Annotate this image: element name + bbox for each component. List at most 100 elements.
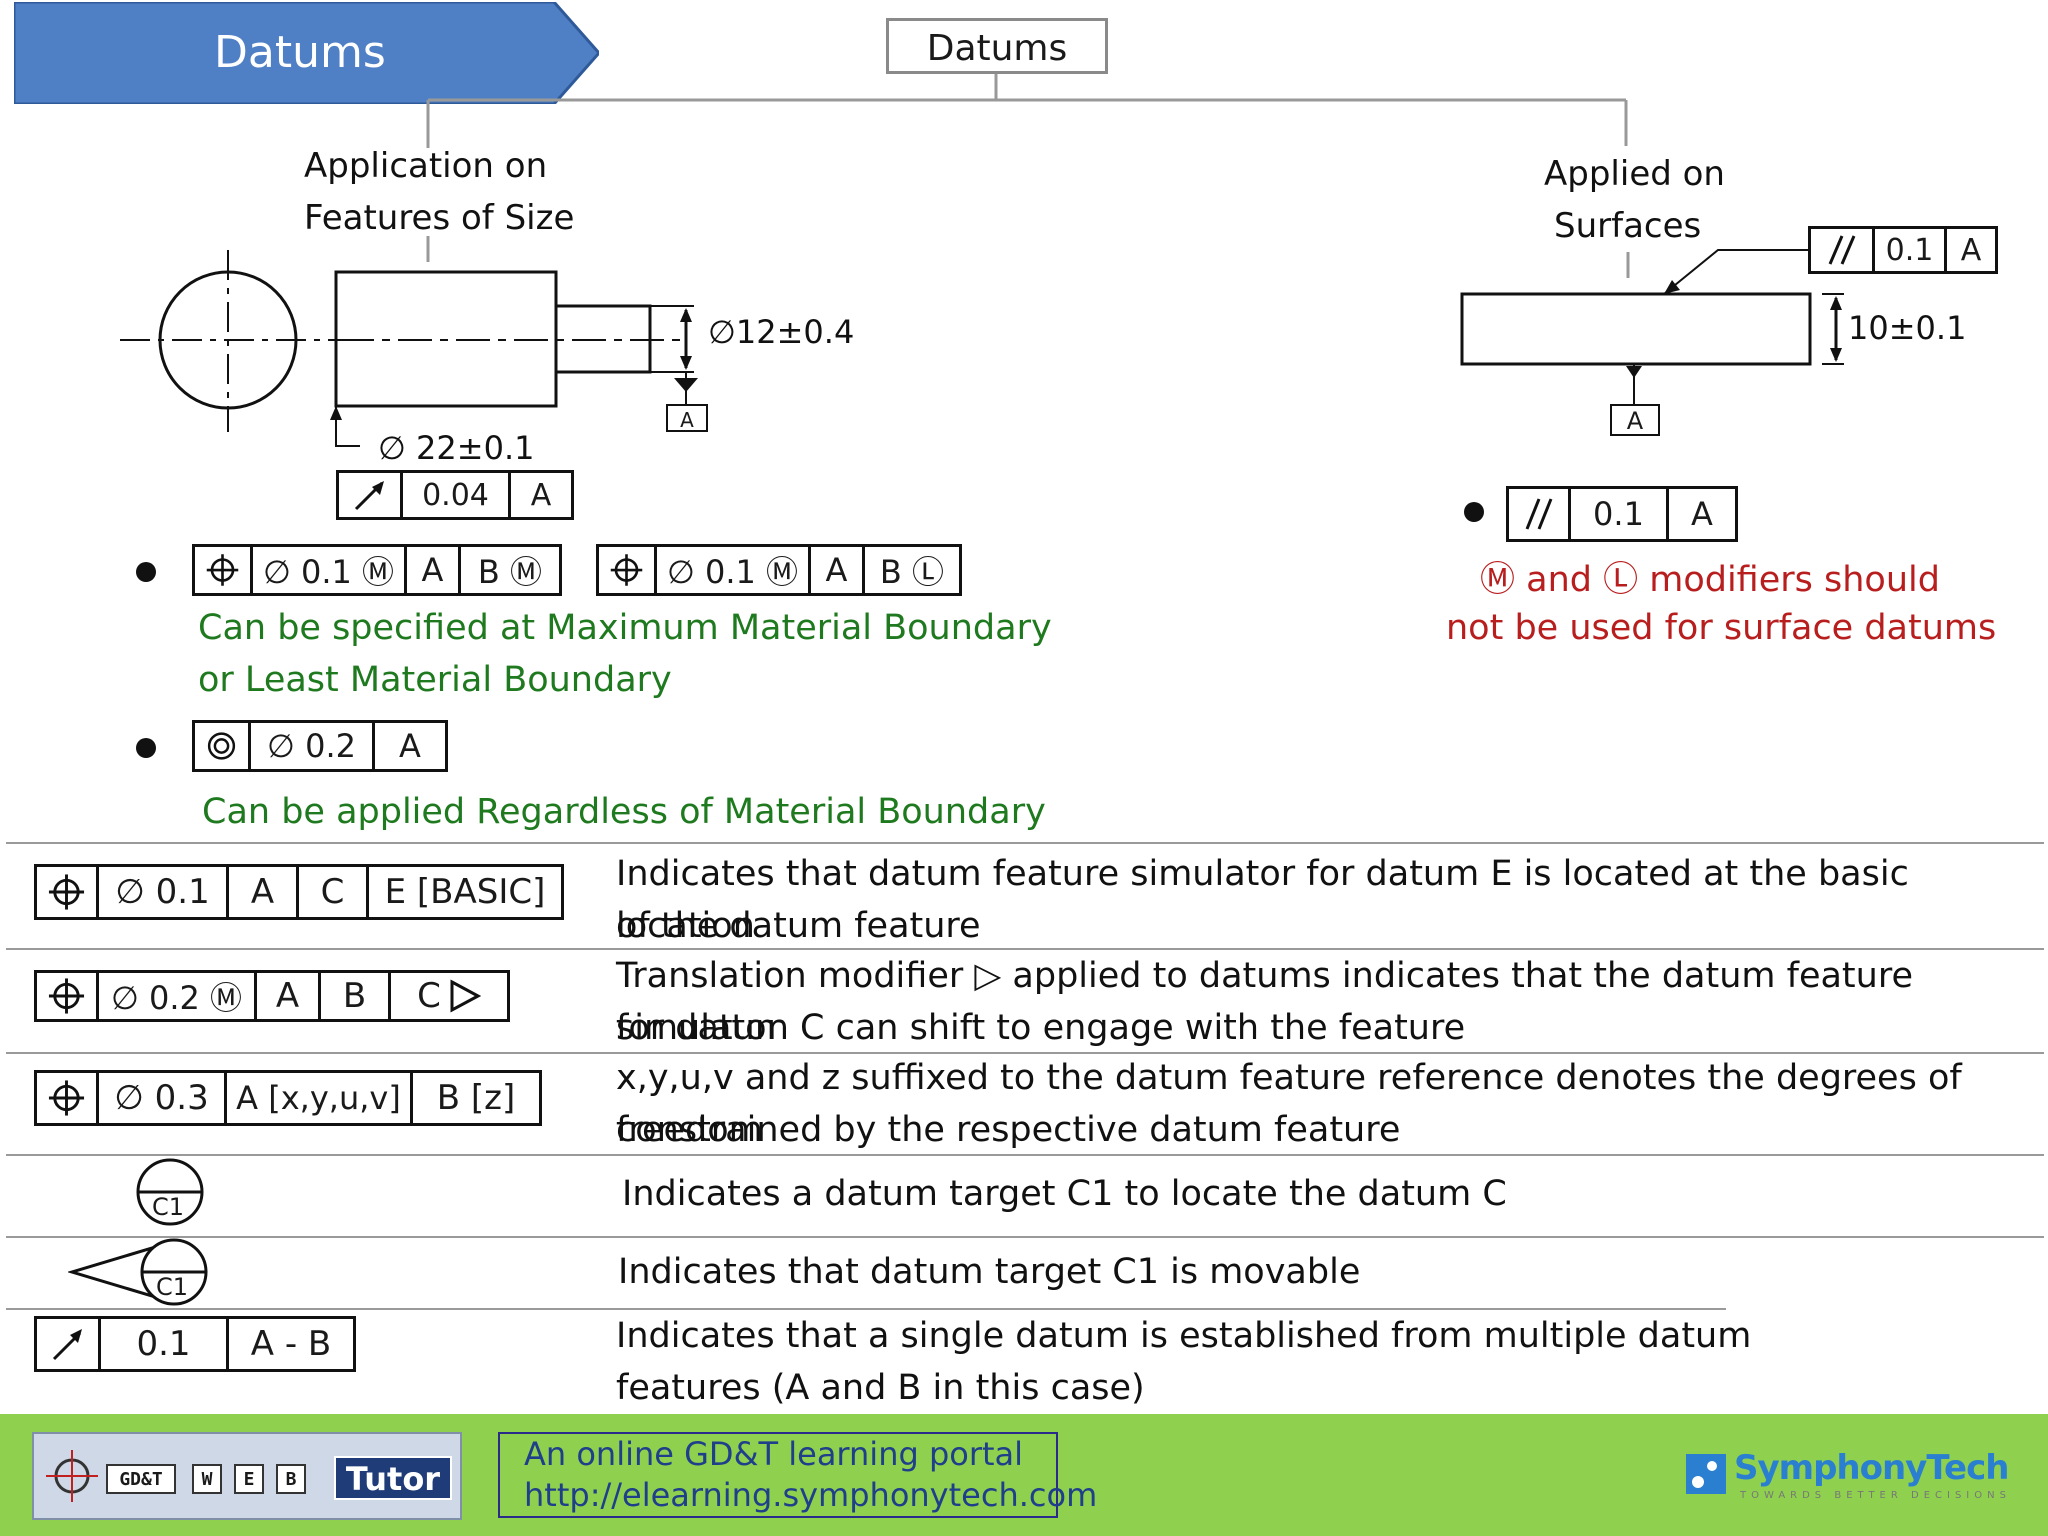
surface-note-2: not be used for surface datums: [1446, 608, 1997, 648]
row1-tolerance: ∅ 0.1: [99, 867, 229, 917]
parallelism-fcf-top: 0.1 A: [1808, 226, 1998, 274]
parallelism-fcf: 0.1 A: [1506, 486, 1738, 542]
logo-box-b: B: [276, 1464, 306, 1494]
row4-desc: Indicates a datum target C1 to locate th…: [622, 1174, 1507, 1214]
crosshair-logo-icon: [46, 1450, 98, 1502]
row3-desc-2: constrained by the respective datum feat…: [616, 1110, 1401, 1150]
datum-ref-a: A: [407, 547, 461, 593]
position-tolerance: ∅ 0.1 Ⓜ: [253, 547, 407, 593]
right-branch-label-2: Surfaces: [1554, 206, 1702, 246]
parallelism-icon: [1811, 229, 1875, 271]
row2-desc-1: Translation modifier ▷ applied to datums…: [616, 956, 1913, 1048]
row3-datum-a-dof: A [x,y,u,v]: [227, 1073, 413, 1123]
datum-ref-a: A: [811, 547, 865, 593]
row1-desc-1: Indicates that datum feature simulator f…: [616, 854, 1909, 946]
row3-desc-1: x,y,u,v and z suffixed to the datum feat…: [616, 1058, 1962, 1150]
concentricity-datum: A: [399, 727, 421, 765]
position-symbol-icon: [37, 867, 99, 917]
symphonytech-logo-icon: [1686, 1454, 1726, 1494]
position-symbol-icon: [37, 1073, 99, 1123]
logo-box-e: E: [234, 1464, 264, 1494]
concentricity-icon: [195, 723, 251, 769]
datum-target-circle-icon: [136, 1158, 204, 1226]
row1-desc-2: of the datum feature: [616, 906, 981, 946]
row3-datum-b-dof: B [z]: [436, 1078, 516, 1118]
movable-target-label: C1: [156, 1273, 189, 1301]
parallelism-tolerance: 0.1: [1571, 489, 1669, 539]
row3-tolerance: ∅ 0.3: [99, 1073, 227, 1123]
translation-modifier-icon: [450, 979, 481, 1013]
parallelism-icon: [1509, 489, 1571, 539]
brand-tagline: TOWARDS BETTER DECISIONS: [1740, 1490, 2011, 1501]
runout-fcf: 0.04 A: [336, 470, 574, 520]
left-branch-label-1: Application on: [304, 146, 548, 186]
left-branch-label-2: Features of Size: [304, 198, 575, 238]
concentricity-fcf: ∅ 0.2 A: [192, 720, 448, 772]
logo-tutor: Tutor: [334, 1456, 452, 1500]
gdt-web-tutor-logo[interactable]: GD&T W E B Tutor: [32, 1432, 462, 1520]
dim-thickness: 10±0.1: [1848, 309, 1967, 347]
row-divider: [6, 1236, 2044, 1238]
position-symbol-icon: [37, 973, 99, 1019]
portal-tagline: An online GD&T learning portal: [524, 1435, 1024, 1473]
bullet-3: [1464, 502, 1484, 522]
datum-ref-b-mmb: B Ⓜ: [477, 553, 543, 591]
parallelism-tolerance: 0.1: [1875, 229, 1947, 271]
runout-tolerance: 0.04: [403, 473, 511, 517]
runout-arrow-icon: [339, 473, 403, 517]
row2-datum-c: C: [417, 976, 441, 1016]
row3-fcf: ∅ 0.3 A [x,y,u,v] B [z]: [34, 1070, 542, 1126]
row1-datum-a: A: [229, 867, 299, 917]
position-fcf-mmb: ∅ 0.1 Ⓜ A B Ⓜ: [192, 544, 562, 596]
row2-datum-b: B: [321, 973, 391, 1019]
note-rmb: Can be applied Regardless of Material Bo…: [202, 792, 1046, 832]
runout-datum: A: [530, 477, 552, 513]
row1-fcf: ∅ 0.1 A C E [BASIC]: [34, 864, 564, 920]
row-divider: [6, 842, 2044, 844]
row-divider: [6, 1308, 1726, 1310]
row1-datum-c: C: [299, 867, 369, 917]
bullet-2: [136, 738, 156, 758]
logo-box-gdt: GD&T: [106, 1464, 176, 1494]
center-title-box: Datums: [886, 18, 1108, 74]
movable-target-icon: [68, 1238, 208, 1306]
portal-url-link[interactable]: http://elearning.symphonytech.com: [524, 1476, 1098, 1514]
concentricity-tolerance: ∅ 0.2: [251, 723, 375, 769]
row6-fcf: 0.1 A - B: [34, 1316, 356, 1372]
brand-name[interactable]: SymphonyTech: [1734, 1448, 2009, 1488]
datum-ref-b-lmb: B Ⓛ: [879, 553, 945, 591]
slide-title: Datums: [214, 27, 386, 78]
position-symbol-icon: [195, 547, 253, 593]
dim-diameter-12: ∅12±0.4: [708, 313, 855, 351]
row2-fcf: ∅ 0.2 Ⓜ A B C: [34, 970, 510, 1022]
portal-info-box: An online GD&T learning portal http://el…: [498, 1432, 1098, 1518]
position-tolerance: ∅ 0.1 Ⓜ: [657, 547, 811, 593]
position-symbol-icon: [599, 547, 657, 593]
bullet-1: [136, 562, 156, 582]
note-mmb-1: Can be specified at Maximum Material Bou…: [198, 608, 1052, 648]
row6-tolerance: 0.1: [101, 1319, 229, 1369]
parallelism-datum: A: [1691, 495, 1713, 533]
diagram-lines: [120, 74, 1844, 447]
parallelism-datum: A: [1960, 232, 1982, 268]
title-banner-shape: [14, 2, 599, 104]
row-divider: [6, 1052, 2044, 1054]
row6-common-datum: A - B: [250, 1324, 332, 1364]
row2-datum-a: A: [257, 973, 321, 1019]
runout-arrow-icon: [37, 1319, 101, 1369]
row2-datum-c-cell: C: [391, 973, 507, 1019]
row6-desc-2: features (A and B in this case): [616, 1368, 1145, 1408]
row6-desc-1: Indicates that a single datum is establi…: [616, 1316, 1752, 1356]
row-divider: [6, 948, 2044, 950]
datum-a-right: A: [1610, 404, 1660, 436]
row2-desc-2: for datum C can shift to engage with the…: [616, 1008, 1466, 1048]
note-mmb-2: or Least Material Boundary: [198, 660, 672, 700]
dim-diameter-22: ∅ 22±0.1: [378, 429, 535, 467]
surface-note-1: Ⓜ and Ⓛ modifiers should: [1480, 560, 1940, 600]
row1-datum-e-basic: E [BASIC]: [384, 872, 546, 912]
datum-target-label: C1: [152, 1193, 185, 1221]
row5-desc: Indicates that datum target C1 is movabl…: [618, 1252, 1361, 1292]
right-branch-label-1: Applied on: [1544, 154, 1725, 194]
row-divider: [6, 1154, 2044, 1156]
position-fcf-lmb: ∅ 0.1 Ⓜ A B Ⓛ: [596, 544, 962, 596]
